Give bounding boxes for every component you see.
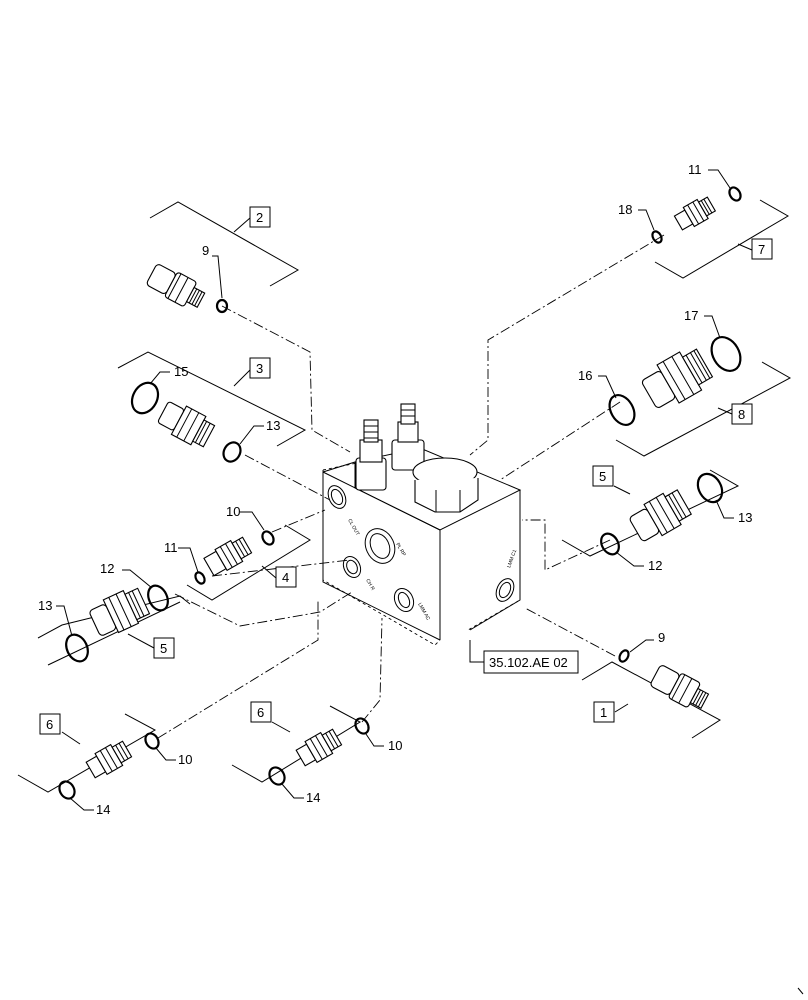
callout-10-bm: 10 <box>388 738 402 753</box>
o-ring-13-right <box>696 472 724 504</box>
o-ring-12-right <box>600 532 620 556</box>
fitting-item-4 <box>203 536 253 577</box>
o-ring-14-bm <box>268 766 286 786</box>
group-box-2: 2 <box>233 206 271 233</box>
group-box-4: 4 <box>261 565 297 588</box>
callout-13-top: 13 <box>266 418 280 433</box>
o-ring-11-left <box>194 571 206 585</box>
o-ring-11-right <box>728 186 742 202</box>
group-box-6-left: 6 <box>39 713 81 745</box>
svg-text:6: 6 <box>257 705 264 720</box>
group-box-1: 1 <box>593 701 629 723</box>
callout-12-left: 12 <box>100 561 114 576</box>
cartridge-valve-left <box>355 419 387 491</box>
fitting-item-6-mid <box>295 728 343 767</box>
svg-text:5: 5 <box>160 641 167 656</box>
o-ring-9-bottom <box>618 649 630 663</box>
sensor-item-2 <box>146 264 206 309</box>
fitting-item-8 <box>641 348 714 408</box>
callout-16: 16 <box>578 368 592 383</box>
callout-15: 15 <box>174 364 188 379</box>
cartridge-valve-right <box>391 403 425 471</box>
svg-text:2: 2 <box>256 210 263 225</box>
callout-11-left: 11 <box>164 540 178 555</box>
fitting-item-6-left <box>85 740 133 779</box>
fitting-item-7 <box>673 196 717 231</box>
callout-10-bl: 10 <box>178 752 192 767</box>
hex-plug <box>412 457 479 513</box>
port-mark-cl-out: CL OUT <box>346 518 360 537</box>
o-ring-10-bl <box>144 732 160 750</box>
corner-mark <box>797 987 804 995</box>
o-ring-16 <box>608 393 636 427</box>
svg-text:7: 7 <box>758 242 765 257</box>
callout-13-right: 13 <box>738 510 752 525</box>
o-ring-10-left <box>261 530 275 546</box>
group-box-5-right: 5 <box>592 465 631 495</box>
o-ring-18 <box>651 230 663 244</box>
callout-10-left: 10 <box>226 504 240 519</box>
callout-17: 17 <box>684 308 698 323</box>
reference-label-text: 35.102.AE 02 <box>489 655 568 670</box>
fitting-item-3 <box>157 401 216 448</box>
o-ring-15 <box>130 381 160 415</box>
callout-9-top: 9 <box>202 243 209 258</box>
fitting-item-5-right <box>629 489 693 542</box>
reference-label: 35.102.AE 02 <box>469 640 579 674</box>
svg-text:5: 5 <box>599 469 606 484</box>
port-mark-pl-rp: PL RP <box>394 542 407 558</box>
o-ring-13-left <box>65 633 89 663</box>
group-box-6-mid: 6 <box>250 701 291 733</box>
callout-12-right: 12 <box>648 558 662 573</box>
sensor-item-1 <box>650 665 710 709</box>
group-boxes: 2 3 4 5 6 6 7 <box>39 206 773 745</box>
svg-text:3: 3 <box>256 361 263 376</box>
callout-14-bl: 14 <box>96 802 110 817</box>
port-mark-lmm-c1: LMM C1 <box>506 549 518 569</box>
group-box-3: 3 <box>233 357 271 387</box>
valve-block: CL OUT PL RP CH R LMM AC LMM C1 <box>322 403 522 646</box>
o-ring-17 <box>710 336 742 372</box>
o-ring-10-bm <box>354 717 370 735</box>
group-box-7: 7 <box>737 238 773 260</box>
callout-numbers: 9 15 13 10 11 12 13 10 14 10 14 11 18 17… <box>38 162 752 817</box>
callout-14-bm: 14 <box>306 790 320 805</box>
svg-text:1: 1 <box>600 705 607 720</box>
svg-text:6: 6 <box>46 717 53 732</box>
callout-11-right: 11 <box>688 162 702 177</box>
o-ring-14-bl <box>58 780 76 800</box>
o-ring-12-left <box>147 584 169 612</box>
o-ring-9-top <box>215 298 229 314</box>
group-box-8: 8 <box>717 403 753 425</box>
callout-18: 18 <box>618 202 632 217</box>
group-box-5-left: 5 <box>127 633 175 659</box>
callout-9-bottom: 9 <box>658 630 665 645</box>
fitting-item-5-left <box>89 587 151 636</box>
callout-leaders <box>56 169 734 811</box>
port-mark-lmm-ac: LMM AC <box>416 602 431 622</box>
o-ring-13-top <box>222 441 242 463</box>
port-mark-ch-r: CH R <box>364 578 376 592</box>
center-lines <box>157 234 665 739</box>
callout-13-left: 13 <box>38 598 52 613</box>
svg-text:8: 8 <box>738 407 745 422</box>
svg-text:4: 4 <box>282 570 289 585</box>
